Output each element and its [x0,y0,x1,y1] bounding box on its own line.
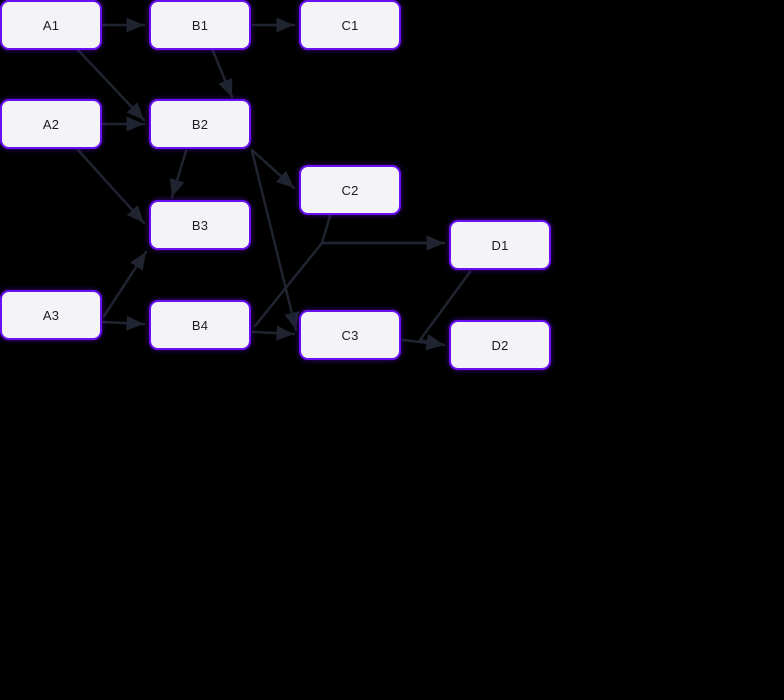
node-label: B1 [191,17,209,33]
node-label: A2 [42,116,60,132]
node-b3[interactable]: B3 [149,200,251,250]
node-b4[interactable]: B4 [149,300,251,350]
node-label: C1 [341,17,359,33]
node-a2[interactable]: A2 [0,99,102,149]
node-label: C2 [341,182,359,198]
edge-b1-to-b2 [211,49,234,99]
node-d2[interactable]: D2 [449,320,551,370]
node-a1[interactable]: A1 [0,0,102,50]
edge-b2-to-b3 [169,149,188,199]
node-label: C3 [341,327,359,343]
node-d1[interactable]: D1 [449,220,551,270]
edge-b4-to-c3 [251,325,296,341]
node-c1[interactable]: C1 [299,0,401,50]
node-label: D1 [491,237,509,253]
node-label: B2 [191,116,209,132]
node-b1[interactable]: B1 [149,0,251,50]
node-label: B3 [191,217,209,233]
edge-a3-to-b4 [101,315,146,331]
node-b2[interactable]: B2 [149,99,251,149]
edge-b2-to-c2 [250,148,296,190]
edge-b2-to-c3 [250,149,300,332]
edge-a3-to-b3 [102,250,148,318]
edge-c2-to-d1 [320,214,446,251]
node-c3[interactable]: C3 [299,310,401,360]
edge-a2-to-b3 [76,148,146,225]
edges-group [76,17,472,351]
node-c2[interactable]: C2 [299,165,401,215]
edge-c3-to-d2 [401,335,446,351]
node-label: A1 [42,17,60,33]
node-label: B4 [191,317,209,333]
node-label: D2 [491,337,509,353]
node-a3[interactable]: A3 [0,290,102,340]
node-label: A3 [42,307,60,323]
